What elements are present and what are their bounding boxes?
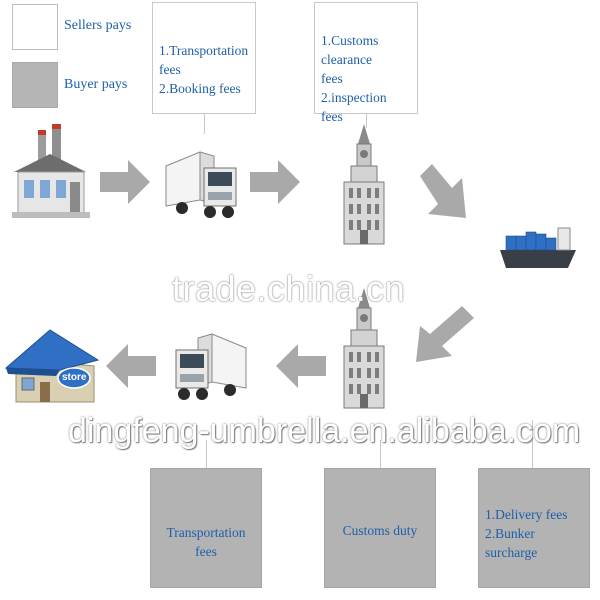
shipping-fee-item: 2.Bunker surcharge [485, 526, 538, 560]
shipping-fee-item: 1.Delivery fees [485, 507, 568, 522]
ship-icon [500, 227, 576, 268]
customs-duty-label: Customs duty [342, 523, 418, 538]
export-callout-leader [366, 114, 367, 128]
truck-icon [165, 151, 237, 218]
factory-icon [12, 124, 90, 218]
export-fees-callout: 1.Customs clearance fees 2.inspection fe… [314, 2, 418, 124]
arrow-factory-to-truck [100, 160, 150, 204]
shipping-fees-callout: 1.Delivery fees 2.Bunker surcharge [478, 468, 590, 588]
store-sign-label: store [62, 372, 87, 383]
site-watermark: trade.china.cn [172, 268, 406, 309]
arrow-customs-to-truck [276, 344, 326, 388]
arrow-customs-to-ship [420, 164, 466, 218]
origin-fee-item: 2.Booking fees [159, 81, 241, 96]
customs-callout-leader [380, 440, 381, 468]
legend-buyer-swatch [12, 62, 58, 108]
legend-seller-label: Sellers pays [64, 18, 132, 33]
origin-fee-item: 1.Transportation fees [159, 43, 249, 77]
arrow-truck-to-store [106, 344, 156, 388]
delivery-truck-icon [175, 333, 247, 400]
arrow-ship-to-import [416, 306, 474, 362]
destination-transport-label: Transportation fees [166, 525, 246, 559]
origin-fees-callout: 1.Transportation fees 2.Booking fees [152, 2, 256, 114]
store-url-watermark: dingfeng-umbrella.en.alibaba.com [68, 412, 581, 450]
import-customs-building-icon [343, 288, 385, 409]
origin-callout-leader [204, 114, 205, 134]
arrow-truck-to-customs [250, 160, 300, 204]
shipping-callout-leader [532, 420, 533, 468]
customs-duty-callout: Customs duty [324, 468, 436, 588]
customs-building-icon [343, 124, 385, 245]
store-house-icon [4, 329, 100, 403]
export-fee-item: 2.inspection fees [321, 90, 387, 124]
export-fee-item: 1.Customs clearance [321, 33, 379, 67]
destination-transport-callout: Transportation fees [150, 468, 262, 588]
legend-seller-swatch [12, 4, 58, 50]
export-fee-item: fees [321, 71, 343, 86]
transport-callout-leader [206, 440, 207, 468]
legend-buyer-label: Buyer pays [64, 77, 128, 92]
